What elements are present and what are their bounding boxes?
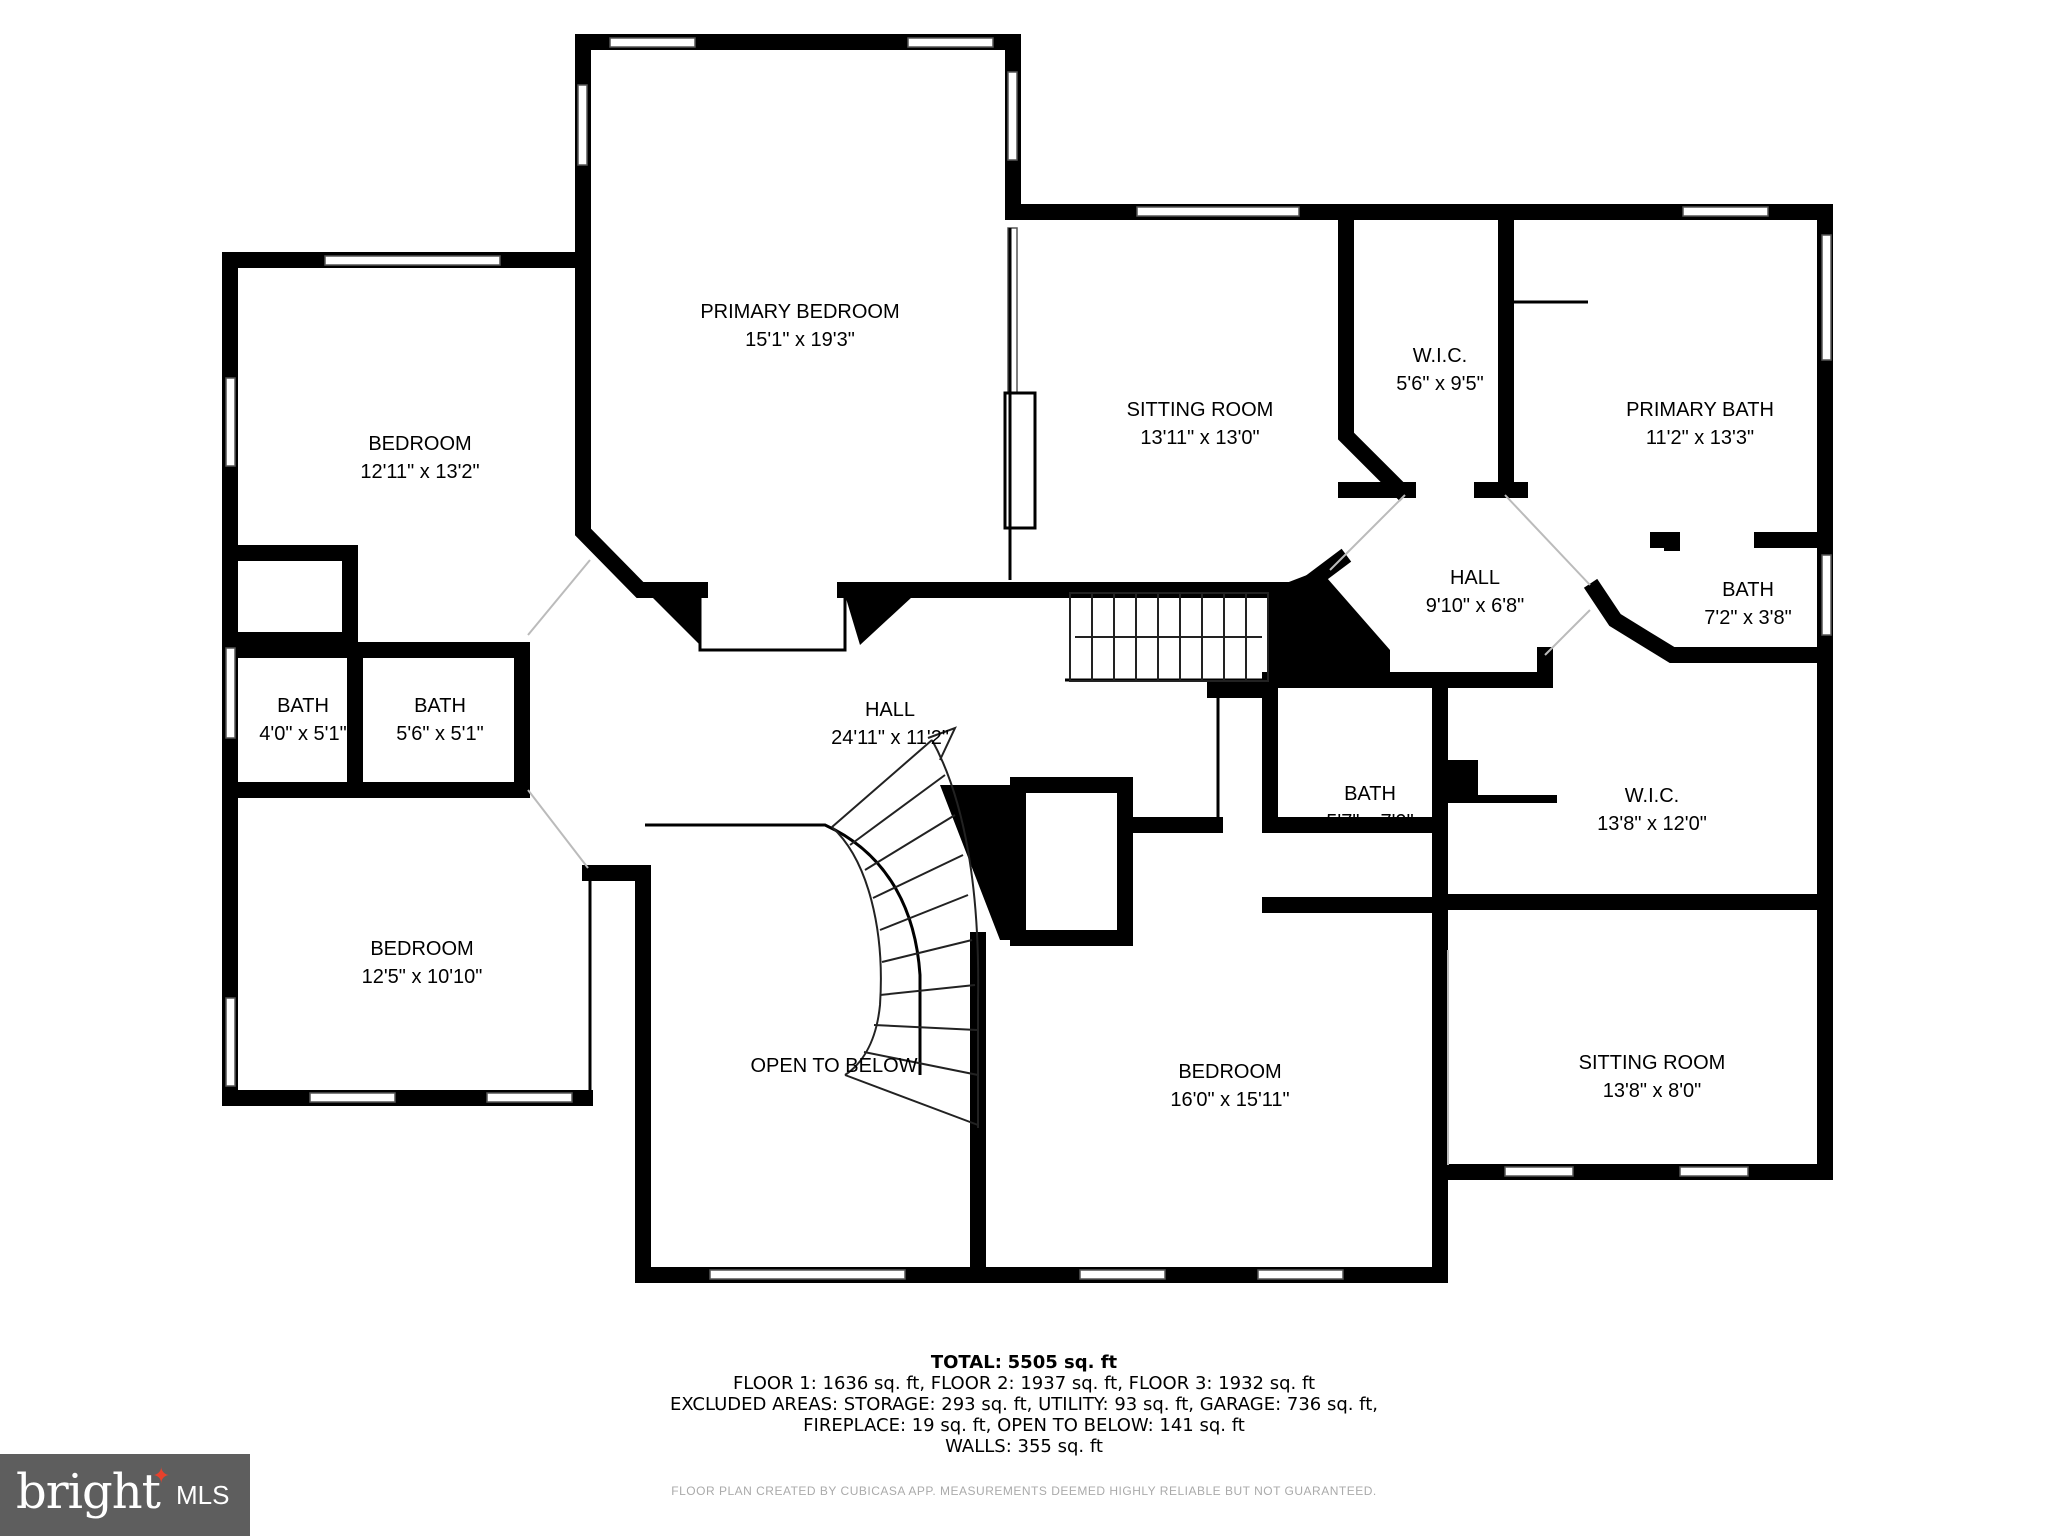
room-dim: 11'2" x 13'3" [1646, 427, 1754, 449]
room-name: SITTING ROOM [1579, 1052, 1726, 1074]
room-dim: 7'2" x 3'8" [1704, 607, 1791, 629]
logo-spark-icon: ✦ [152, 1464, 171, 1489]
room-name: BATH [414, 695, 466, 717]
room-name: BEDROOM [370, 938, 473, 960]
room-name: PRIMARY BEDROOM [700, 301, 899, 323]
room-bath-4: BATH 5'7" x 7'9" [1326, 783, 1413, 833]
room-name: SITTING ROOM [1127, 399, 1274, 421]
total-value: 5505 sq. ft [1007, 1352, 1118, 1373]
room-name: BATH [1722, 579, 1774, 601]
room-sitting-room-2: SITTING ROOM 13'8" x 8'0" [1579, 1052, 1726, 1102]
room-dim: 12'5" x 10'10" [362, 966, 483, 988]
summary-line-2: EXCLUDED AREAS: STORAGE: 293 sq. ft, UTI… [670, 1394, 1378, 1415]
room-name: BEDROOM [368, 433, 471, 455]
room-bedroom-3: BEDROOM 16'0" x 15'11" [1170, 1061, 1289, 1111]
room-primary-bedroom: PRIMARY BEDROOM 15'1" x 19'3" [700, 301, 899, 351]
logo-suffix: MLS [176, 1480, 230, 1510]
room-wic-2: W.I.C. 13'8" x 12'0" [1597, 785, 1707, 835]
room-dim: 5'6" x 5'1" [396, 723, 483, 745]
stairs [831, 592, 1269, 1128]
room-dim: 13'11" x 13'0" [1140, 427, 1259, 449]
room-name: W.I.C. [1625, 785, 1679, 807]
room-dim: 13'8" x 8'0" [1603, 1080, 1702, 1102]
area-summary: TOTAL: 5505 sq. ft FLOOR 1: 1636 sq. ft,… [0, 1352, 2048, 1457]
openings [527, 228, 1591, 1165]
summary-line-4: WALLS: 355 sq. ft [945, 1436, 1103, 1457]
room-wic-1: W.I.C. 5'6" x 9'5" [1396, 345, 1483, 395]
solid-blocks [640, 570, 1557, 940]
room-dim: 9'10" x 6'8" [1426, 595, 1525, 617]
room-name: PRIMARY BATH [1626, 399, 1774, 421]
room-name: BATH [277, 695, 329, 717]
room-bedroom-2: BEDROOM 12'5" x 10'10" [362, 938, 483, 988]
room-dim: 5'7" x 7'9" [1326, 811, 1413, 833]
room-bath-3: BATH 5'6" x 5'1" [396, 695, 483, 745]
room-labels: PRIMARY BEDROOM 15'1" x 19'3" BEDROOM 12… [259, 301, 1791, 1111]
total-line: TOTAL: 5505 sq. ft [0, 1352, 2048, 1373]
room-dim: 24'11" x 11'2" [831, 727, 949, 749]
room-name: W.I.C. [1413, 345, 1467, 367]
room-open-to-below: OPEN TO BELOW [750, 1055, 917, 1077]
room-primary-bath: PRIMARY BATH 11'2" x 13'3" [1626, 399, 1774, 449]
room-name: HALL [865, 699, 915, 721]
summary-line-1: FLOOR 1: 1636 sq. ft, FLOOR 2: 1937 sq. … [732, 1373, 1316, 1394]
room-sitting-room-1: SITTING ROOM 13'11" x 13'0" [1127, 399, 1274, 449]
summary-line-3: FIREPLACE: 19 sq. ft, OPEN TO BELOW: 141… [803, 1415, 1245, 1436]
disclaimer-text: FLOOR PLAN CREATED BY CUBICASA APP. MEAS… [671, 1484, 1377, 1498]
total-label: TOTAL: [930, 1352, 1002, 1373]
room-dim: 5'6" x 9'5" [1396, 373, 1483, 395]
room-bath-1: BATH 7'2" x 3'8" [1704, 579, 1791, 629]
room-dim: 12'11" x 13'2" [360, 461, 479, 483]
room-dim: 4'0" x 5'1" [259, 723, 346, 745]
room-dim: 13'8" x 12'0" [1597, 813, 1707, 835]
room-name: BEDROOM [1178, 1061, 1281, 1083]
room-bedroom-1: BEDROOM 12'11" x 13'2" [360, 433, 479, 483]
room-name: OPEN TO BELOW [750, 1055, 917, 1077]
room-hall-1: HALL 9'10" x 6'8" [1426, 567, 1525, 617]
windows [225, 37, 1832, 1280]
logo-brand: bright [16, 1464, 161, 1520]
room-name: BATH [1344, 783, 1396, 805]
room-bath-2: BATH 4'0" x 5'1" [259, 695, 346, 745]
room-dim: 15'1" x 19'3" [745, 329, 855, 351]
walls [222, 34, 1833, 1283]
room-dim: 16'0" x 15'11" [1170, 1089, 1289, 1111]
room-hall-2: HALL 24'11" x 11'2" [831, 699, 949, 749]
bright-mls-logo: bright ✦ MLS [0, 1454, 250, 1536]
room-name: HALL [1450, 567, 1500, 589]
